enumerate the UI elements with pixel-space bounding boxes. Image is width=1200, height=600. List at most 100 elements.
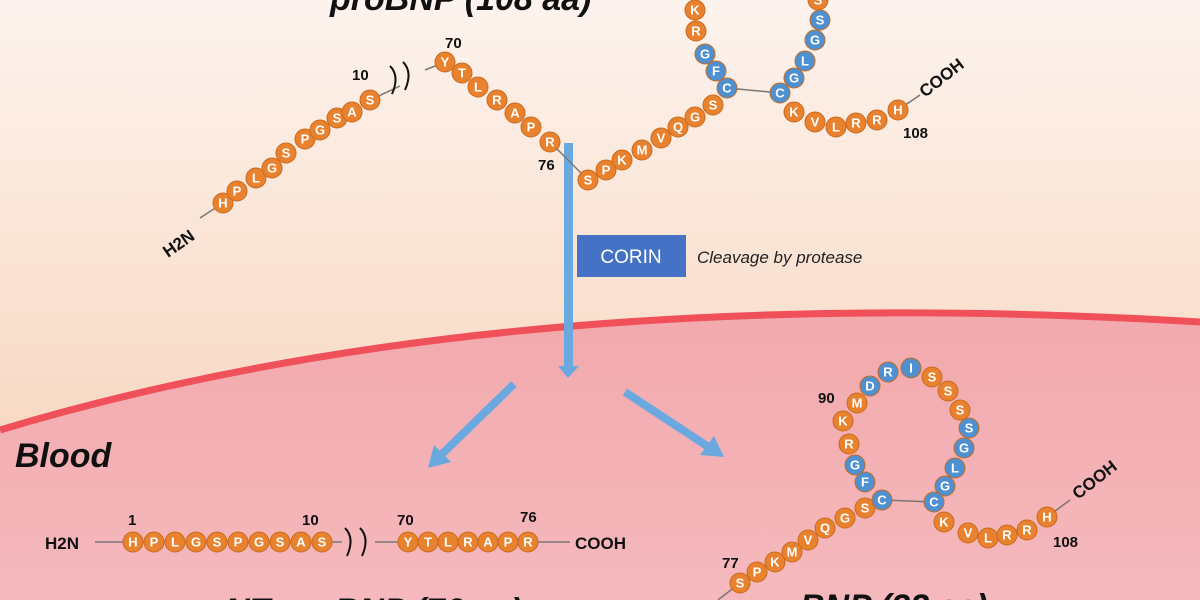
svg-text:R: R (872, 113, 882, 128)
probnp-residue: K (684, 0, 706, 21)
svg-text:Q: Q (673, 120, 683, 135)
svg-text:M: M (787, 545, 798, 560)
svg-text:A: A (347, 105, 357, 120)
bnp-num-108: 108 (1053, 534, 1078, 551)
bnp-residue: P (746, 561, 768, 583)
bnp-residue: S (921, 366, 943, 388)
svg-text:S: S (736, 576, 745, 591)
svg-text:Q: Q (820, 521, 830, 536)
probnp-residue: C (769, 82, 791, 104)
svg-text:S: S (276, 535, 285, 550)
ntprobnp-residue: P (497, 531, 519, 553)
ntprobnp-residue: Y (397, 531, 419, 553)
svg-text:L: L (444, 535, 452, 550)
ntprobnp-residue: S (206, 531, 228, 553)
probnp-residue: R (845, 112, 867, 134)
svg-text:S: S (861, 501, 870, 516)
probnp-residue: R (685, 20, 707, 42)
probnp-residue: G (694, 43, 716, 65)
ntprobnp-residue: T (417, 531, 439, 553)
svg-text:G: G (700, 47, 710, 62)
probnp-residue: G (804, 29, 826, 51)
bnp-residue: M (781, 541, 803, 563)
ntprobnp-residue: S (311, 531, 333, 553)
svg-text:K: K (690, 3, 700, 18)
svg-text:G: G (315, 123, 325, 138)
svg-text:V: V (657, 131, 666, 146)
svg-text:P: P (753, 565, 762, 580)
probnp-residue: K (783, 101, 805, 123)
svg-text:H: H (218, 196, 227, 211)
svg-text:V: V (811, 115, 820, 130)
svg-text:R: R (691, 24, 701, 39)
svg-text:G: G (959, 441, 969, 456)
probnp-residue: V (804, 111, 826, 133)
bnp-residue: V (797, 529, 819, 551)
ntprobnp-residue: L (164, 531, 186, 553)
svg-text:A: A (510, 106, 520, 121)
bnp-residue: F (854, 471, 876, 493)
svg-text:S: S (333, 111, 342, 126)
probnp-residue: R (539, 131, 561, 153)
probnp-residue: P (595, 159, 617, 181)
svg-text:D: D (865, 379, 874, 394)
svg-text:S: S (928, 370, 937, 385)
svg-text:P: P (301, 132, 310, 147)
bnp-residue: G (834, 507, 856, 529)
corin-label: CORIN (600, 247, 661, 268)
nt-n-terminus: H2N (45, 534, 79, 553)
probnp-residue: S (275, 142, 297, 164)
svg-text:T: T (458, 66, 466, 81)
svg-text:L: L (832, 120, 840, 135)
probnp-residue: Y (434, 51, 456, 73)
svg-text:Y: Y (404, 535, 413, 550)
svg-text:C: C (929, 495, 939, 510)
svg-text:L: L (951, 461, 959, 476)
svg-text:G: G (690, 110, 700, 125)
probnp-residue: M (631, 139, 653, 161)
svg-text:G: G (850, 458, 860, 473)
nt-num-70: 70 (397, 512, 414, 529)
probnp-residue: R (866, 109, 888, 131)
probnp-residue: C (716, 77, 738, 99)
bnp-residue: K (933, 511, 955, 533)
svg-text:G: G (840, 511, 850, 526)
corin-box (577, 235, 686, 277)
bnp-residue: Q (814, 517, 836, 539)
probnp-residue: L (825, 116, 847, 138)
ntprobnp-residue: R (457, 531, 479, 553)
bnp-residue: R (838, 433, 860, 455)
bnp-num-77: 77 (722, 555, 739, 572)
vertical-arrow (564, 143, 573, 368)
svg-text:L: L (984, 531, 992, 546)
ntprobnp-residue: P (143, 531, 165, 553)
probnp-residue: A (504, 102, 526, 124)
bnp-residue: H (1036, 506, 1058, 528)
svg-text:K: K (789, 105, 799, 120)
ntprobnp-residue: R (517, 531, 539, 553)
svg-text:S: S (965, 421, 974, 436)
svg-text:K: K (770, 555, 780, 570)
svg-text:S: S (282, 146, 291, 161)
ntprobnp-residue: L (437, 531, 459, 553)
bnp-residue: K (764, 551, 786, 573)
svg-text:R: R (1002, 528, 1012, 543)
bnp-residue: S (854, 497, 876, 519)
probnp-title: proBNP (108 aa) (329, 0, 591, 18)
ntprobnp-title: NT-proBNP (76 aa) (225, 592, 522, 600)
svg-text:C: C (877, 493, 887, 508)
probnp-residue: K (611, 149, 633, 171)
probnp-residue: Q (667, 116, 689, 138)
svg-text:S: S (944, 384, 953, 399)
blood-label: Blood (15, 437, 113, 475)
svg-text:L: L (801, 54, 809, 69)
bnp-residue: R (877, 361, 899, 383)
svg-text:M: M (852, 396, 863, 411)
bnp-residue: G (953, 437, 975, 459)
probnp-residue: P (294, 128, 316, 150)
nt-c-terminus: COOH (575, 534, 626, 553)
svg-text:S: S (816, 13, 825, 28)
probnp-residue: G (309, 119, 331, 141)
svg-text:R: R (851, 116, 861, 131)
